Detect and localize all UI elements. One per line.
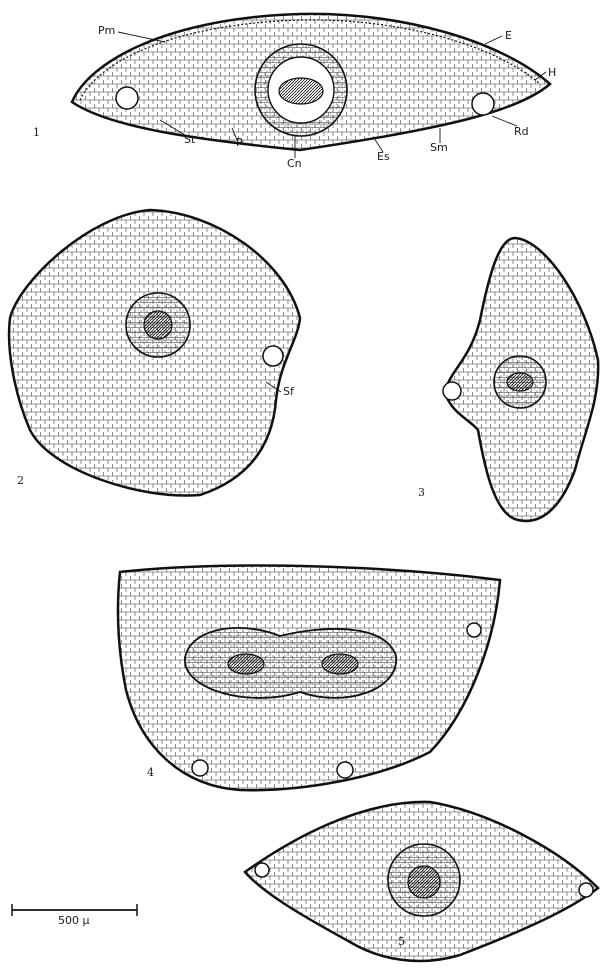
label-sf: Sf <box>283 386 294 397</box>
leader-e <box>485 36 502 44</box>
resin-duct <box>263 346 283 366</box>
resin-duct <box>192 760 208 776</box>
section-1 <box>72 14 550 150</box>
label-pm: Pm <box>98 25 115 36</box>
vascular-bundle <box>144 311 172 339</box>
label-cn: Cn <box>287 158 302 169</box>
resin-duct <box>255 863 269 877</box>
figure-number-5: 5 <box>398 936 405 947</box>
resin-duct <box>472 93 494 115</box>
resin-duct <box>337 762 353 778</box>
section-3 <box>443 238 598 521</box>
label-sm: Sm <box>430 142 448 153</box>
section-4 <box>118 566 500 791</box>
resin-duct <box>467 623 481 637</box>
label-e: E <box>505 30 512 41</box>
label-h: H <box>548 67 556 78</box>
scale-bar-label: 500 µ <box>58 915 90 926</box>
section-2 <box>9 210 300 496</box>
figure-number-4: 4 <box>147 767 154 778</box>
resin-duct <box>443 382 461 400</box>
label-es: Es <box>377 151 390 162</box>
vascular-bundle <box>322 654 358 674</box>
figure-number-2: 2 <box>17 475 24 486</box>
resin-duct <box>116 87 138 109</box>
label-st: St <box>184 134 195 145</box>
vascular-bundle <box>507 373 533 391</box>
label-p: P <box>236 137 243 148</box>
label-rd: Rd <box>514 126 529 137</box>
vascular-bundle <box>408 866 440 898</box>
vascular-bundle <box>228 654 264 674</box>
figure-number-1: 1 <box>33 127 40 138</box>
section-5 <box>245 802 598 961</box>
resin-duct <box>579 883 593 897</box>
figure-number-3: 3 <box>418 487 425 498</box>
vascular-bundle <box>279 78 323 104</box>
vascular-strand <box>185 628 396 698</box>
